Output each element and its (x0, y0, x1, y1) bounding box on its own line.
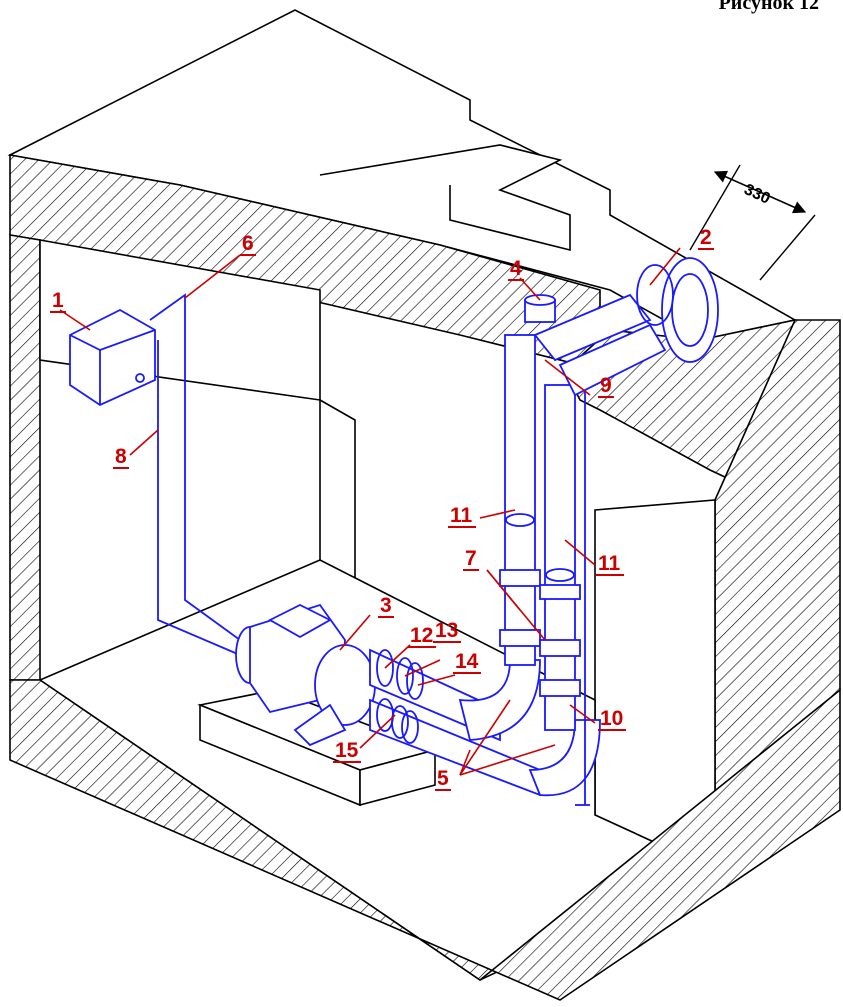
concrete-structure (7, 9, 841, 1001)
label-7: 7 (465, 547, 477, 570)
riser-left (504, 334, 536, 666)
label-11-right: 11 (598, 552, 621, 575)
label-2: 2 (700, 226, 712, 249)
control-box (69, 308, 156, 407)
label-5: 5 (437, 767, 449, 790)
power-cable (149, 293, 241, 641)
coping-step (319, 144, 571, 252)
figure-caption: Рисунок 12 (718, 0, 819, 14)
terminal-box (268, 603, 332, 639)
part-labels: 1 2 3 4 5 6 7 8 9 10 11 11 12 13 14 15 (50, 226, 714, 791)
base-slab-front (9, 679, 841, 1001)
label-1: 1 (52, 289, 64, 312)
label-9: 9 (600, 374, 612, 397)
pipe-elbow (458, 659, 541, 741)
label-14: 14 (455, 650, 479, 673)
label-15: 15 (335, 739, 359, 762)
pump-plinth-side (359, 748, 436, 807)
label-3: 3 (380, 594, 392, 617)
dimension-330: 330 (689, 164, 816, 281)
wall-fitting-flange (661, 257, 719, 363)
label-10: 10 (600, 707, 623, 730)
nozzle-pipe (533, 293, 652, 362)
dimension-label: 330 (741, 181, 772, 208)
left-wall (9, 234, 41, 681)
leaders (59, 247, 681, 776)
label-6: 6 (242, 232, 254, 255)
label-8: 8 (115, 445, 127, 468)
label-12: 12 (410, 624, 433, 647)
label-13: 13 (435, 619, 458, 642)
label-4: 4 (510, 257, 522, 280)
riser-right (544, 384, 576, 731)
label-11-left: 11 (450, 504, 473, 527)
